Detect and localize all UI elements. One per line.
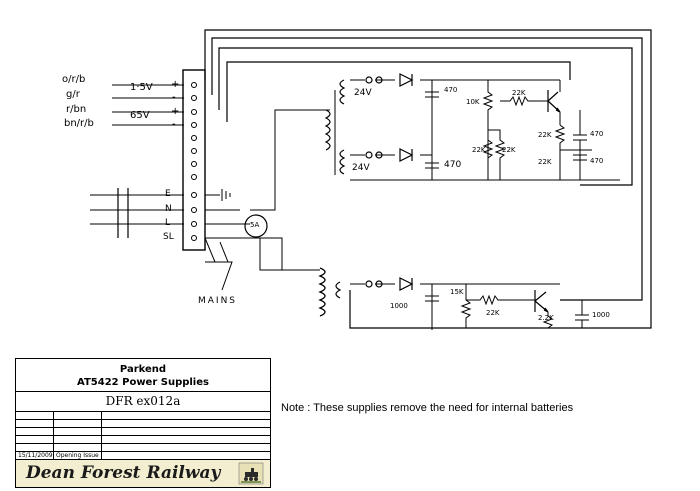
wire-label-gr: g/r: [66, 89, 80, 100]
revision-row: [16, 419, 270, 428]
tx-label-top: 24V: [354, 88, 372, 98]
cap-label-470-d: 470: [590, 157, 604, 165]
wire-label-orb: o/r/b: [62, 74, 86, 85]
polarity-4: -: [172, 119, 176, 130]
res-label-22k-a: 22K: [512, 89, 526, 97]
revision-grid: 15/11/2009 Opening Issue: [16, 411, 270, 460]
mains-term-sl: SL: [163, 232, 174, 242]
locomotive-logo-icon: [238, 462, 264, 485]
revision-row: [16, 443, 270, 452]
res-label-22k-c: 22K: [502, 146, 516, 154]
polarity-3: +: [171, 106, 180, 117]
supply-label-1v5: 1·5V: [130, 82, 153, 93]
title-block-place: Parkend: [119, 364, 167, 375]
title-block: Parkend AT5422 Power Supplies DFR ex012a…: [15, 358, 271, 488]
cap-label-1000-a: 1000: [390, 302, 408, 310]
res-label-10k: 10K: [466, 98, 480, 106]
note-text: Note : These supplies remove the need fo…: [281, 402, 574, 414]
supply-label-65v: 65V: [130, 110, 150, 121]
wire-label-bnrb: bn/r/b: [64, 118, 94, 129]
polarity-2: -: [172, 92, 176, 103]
mains-label: MAINS: [198, 296, 238, 306]
polarity-1: +: [171, 79, 180, 90]
res-label-22k-e: 22K: [538, 158, 552, 166]
company-name: Dean Forest Railway: [26, 463, 221, 483]
revision-date: 15/11/2009: [18, 452, 54, 460]
revision-text: Opening Issue: [54, 452, 102, 460]
cap-label-470-a: 470: [444, 86, 458, 94]
mains-term-e: E: [165, 189, 171, 199]
fuse-label: 5A: [250, 221, 260, 229]
tx-label-lower: 24V: [352, 163, 370, 173]
revision-row: [16, 411, 270, 420]
wire-label-rbn: r/bn: [66, 104, 87, 115]
cap-label-1000-b: 1000: [592, 311, 610, 319]
res-label-2-2k: 2.2K: [538, 314, 554, 322]
divider: [16, 391, 270, 392]
cap-label-470-b: 470: [444, 160, 462, 170]
res-label-15k: 15K: [450, 288, 464, 296]
revision-row: [16, 435, 270, 444]
drawing-number: DFR ex012a: [105, 394, 181, 408]
company-footer: Dean Forest Railway: [16, 459, 270, 487]
cap-label-470-c: 470: [590, 130, 604, 138]
revision-row: [16, 427, 270, 436]
res-label-22k-b: 22K: [472, 146, 486, 154]
res-label-22k-f: 22K: [486, 309, 500, 317]
mains-term-l: L: [165, 218, 171, 228]
res-label-22k-d: 22K: [538, 131, 552, 139]
mains-term-n: N: [165, 204, 172, 214]
title-block-title: AT5422 Power Supplies: [77, 377, 209, 388]
revision-row-filled: 15/11/2009 Opening Issue: [16, 451, 270, 460]
